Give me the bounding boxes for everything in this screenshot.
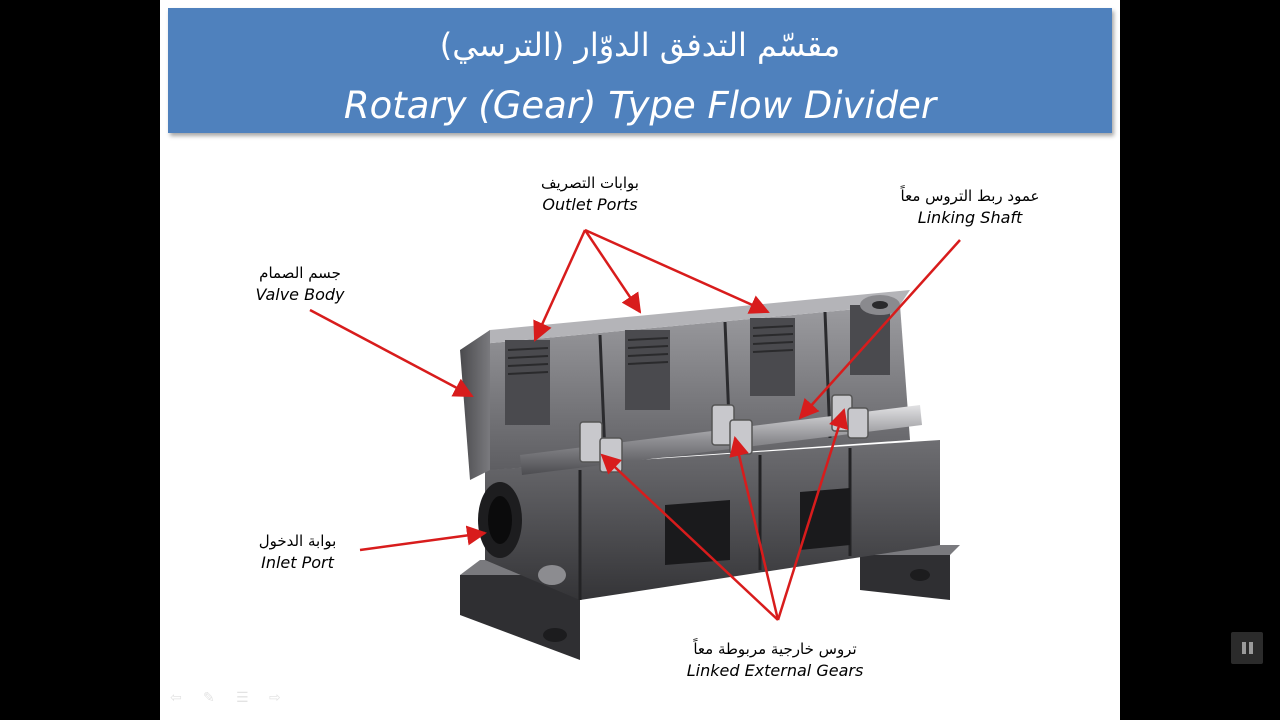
label-linked-gears: تروس خارجية مربوطة معاً Linked External …: [660, 638, 890, 682]
flow-divider-illustration: [309, 228, 961, 660]
title-banner: مقسّم التدفق الدوّار (الترسي) Rotary (Ge…: [168, 8, 1112, 133]
pen-icon[interactable]: ✎: [203, 690, 215, 706]
label-body-en: Valve Body: [255, 285, 345, 304]
label-shaft-en: Linking Shaft: [917, 208, 1023, 227]
label-body-ar: جسم الصمام: [259, 264, 341, 282]
pause-bar-left: [1242, 642, 1246, 654]
label-inlet-en: Inlet Port: [261, 553, 334, 572]
label-outlet-ports: بوابات التصريف Outlet Ports: [495, 172, 685, 216]
arrow-left-icon[interactable]: ⇦: [170, 690, 182, 706]
title-english: Rotary (Gear) Type Flow Divider: [343, 84, 937, 127]
label-gears-ar: تروس خارجية مربوطة معاً: [693, 640, 857, 658]
slide: مقسّم التدفق الدوّار (الترسي) Rotary (Ge…: [160, 0, 1120, 720]
title-arabic: مقسّم التدفق الدوّار (الترسي): [439, 26, 841, 64]
label-linking-shaft: عمود ربط التروس معاً Linking Shaft: [860, 185, 1080, 229]
label-outlet-ar: بوابات التصريف: [541, 174, 639, 192]
label-shaft-ar: عمود ربط التروس معاً: [900, 187, 1040, 205]
label-inlet-ar: بوابة الدخول: [258, 532, 337, 550]
label-inlet-port: بوابة الدخول Inlet Port: [230, 530, 365, 574]
pause-bar-right: [1249, 642, 1253, 654]
valve-body-front: [478, 440, 940, 600]
arrow-right-icon[interactable]: ⇨: [269, 690, 281, 706]
pause-icon[interactable]: [1231, 632, 1263, 664]
pointer-arrows: [309, 228, 961, 621]
menu-icon[interactable]: ☰: [236, 690, 249, 706]
label-valve-body: جسم الصمام Valve Body: [225, 262, 375, 306]
label-outlet-en: Outlet Ports: [542, 195, 638, 214]
label-gears-en: Linked External Gears: [686, 661, 864, 680]
